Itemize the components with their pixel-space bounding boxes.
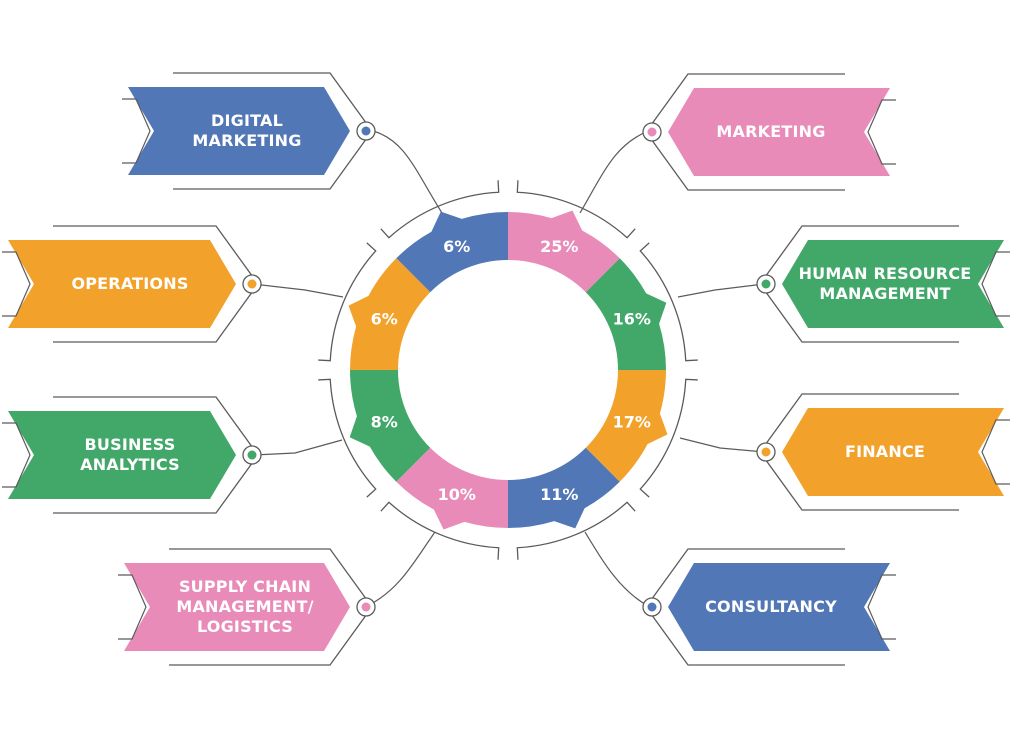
banner-tail xyxy=(2,251,31,317)
banner-operations: OPERATIONS xyxy=(2,225,262,343)
banner-tail xyxy=(2,422,31,488)
banner-ribbon xyxy=(668,88,890,176)
connector-human-resource xyxy=(677,283,765,298)
banner-label: SUPPLY CHAIN xyxy=(179,577,311,596)
ring-segment-label: 25% xyxy=(540,237,578,256)
bracket-arc xyxy=(516,180,636,239)
banner-tail xyxy=(122,98,151,164)
banner-tail xyxy=(118,574,147,640)
banner-label: OPERATIONS xyxy=(71,274,188,293)
banner-label: DIGITAL xyxy=(211,111,283,130)
banner-label: ANALYTICS xyxy=(80,455,180,474)
banner-label: CONSULTANCY xyxy=(705,597,837,616)
banner-tail xyxy=(981,419,1010,485)
banner-label: MARKETING xyxy=(192,131,301,150)
donut-ring xyxy=(348,210,668,530)
banner-label: MANAGEMENT/ xyxy=(176,597,313,616)
connector-node-dot xyxy=(247,279,257,289)
ring-segment-label: 17% xyxy=(613,412,651,431)
ring-segment xyxy=(396,447,508,530)
connector-digital-marketing xyxy=(372,130,443,214)
bracket-arc xyxy=(318,378,377,498)
ring-segment xyxy=(585,370,668,482)
banner-tail xyxy=(867,99,896,165)
connector-operations xyxy=(252,283,344,298)
banner-finance: FINANCE xyxy=(756,393,1010,511)
outer-brackets xyxy=(318,180,698,560)
ring-segment-label: 6% xyxy=(371,310,398,329)
banner-ribbon xyxy=(668,563,890,651)
connector-marketing xyxy=(579,130,649,214)
banner-tail xyxy=(981,251,1010,317)
banner-tail xyxy=(867,574,896,640)
banner-ribbon xyxy=(8,240,236,328)
banner-ribbon xyxy=(128,87,350,175)
connector-node-dot xyxy=(761,447,771,457)
bracket-arc xyxy=(318,242,377,362)
bracket-arc xyxy=(380,180,500,239)
banner-label: MARKETING xyxy=(716,122,825,141)
ring-segment xyxy=(396,211,508,293)
bracket-arc xyxy=(380,501,500,560)
connector-consultancy xyxy=(584,531,649,607)
ring-segment xyxy=(585,258,667,370)
banner-label: HUMAN RESOURCE xyxy=(799,264,972,283)
connector-finance xyxy=(679,437,765,453)
banner-ribbon xyxy=(782,408,1004,496)
ring-labels: 6% 25% 16% 17% 11% 10% 8% 6% xyxy=(371,237,651,504)
bracket-arc xyxy=(639,378,698,498)
connector-node-dot xyxy=(647,602,657,612)
connector-node-dot xyxy=(361,602,371,612)
banner-label: MANAGEMENT xyxy=(819,284,950,303)
connector-node-dot xyxy=(761,279,771,289)
bracket-arc xyxy=(639,242,698,362)
connector-business-analytics xyxy=(253,439,343,456)
banner-ribbon xyxy=(782,240,1004,328)
banners: DIGITALMARKETINGOPERATIONSBUSINESSANALYT… xyxy=(2,72,1010,666)
connector-node-dot xyxy=(361,126,371,136)
ring-segment xyxy=(348,258,431,370)
ring-segment-label: 6% xyxy=(443,237,470,256)
banner-marketing: MARKETING xyxy=(642,73,896,191)
ring-segment-label: 8% xyxy=(371,412,398,431)
connector-node-dot xyxy=(247,450,257,460)
banner-label: LOGISTICS xyxy=(197,617,293,636)
ring-segment-label: 10% xyxy=(438,485,476,504)
ring-segment xyxy=(508,447,620,529)
banner-ribbon xyxy=(124,563,350,651)
ring-segment-label: 11% xyxy=(540,485,578,504)
connector-supply-chain xyxy=(366,531,436,607)
bracket-arc xyxy=(516,501,636,560)
ring-segment-label: 16% xyxy=(613,310,651,329)
banner-consultancy: CONSULTANCY xyxy=(642,548,896,666)
ring-segment xyxy=(508,210,620,293)
ring-segment xyxy=(349,370,431,482)
connector-node-dot xyxy=(647,127,657,137)
connectors xyxy=(252,130,765,607)
banner-label: BUSINESS xyxy=(85,435,176,454)
banner-label: FINANCE xyxy=(845,442,925,461)
banner-ribbon xyxy=(8,411,236,499)
